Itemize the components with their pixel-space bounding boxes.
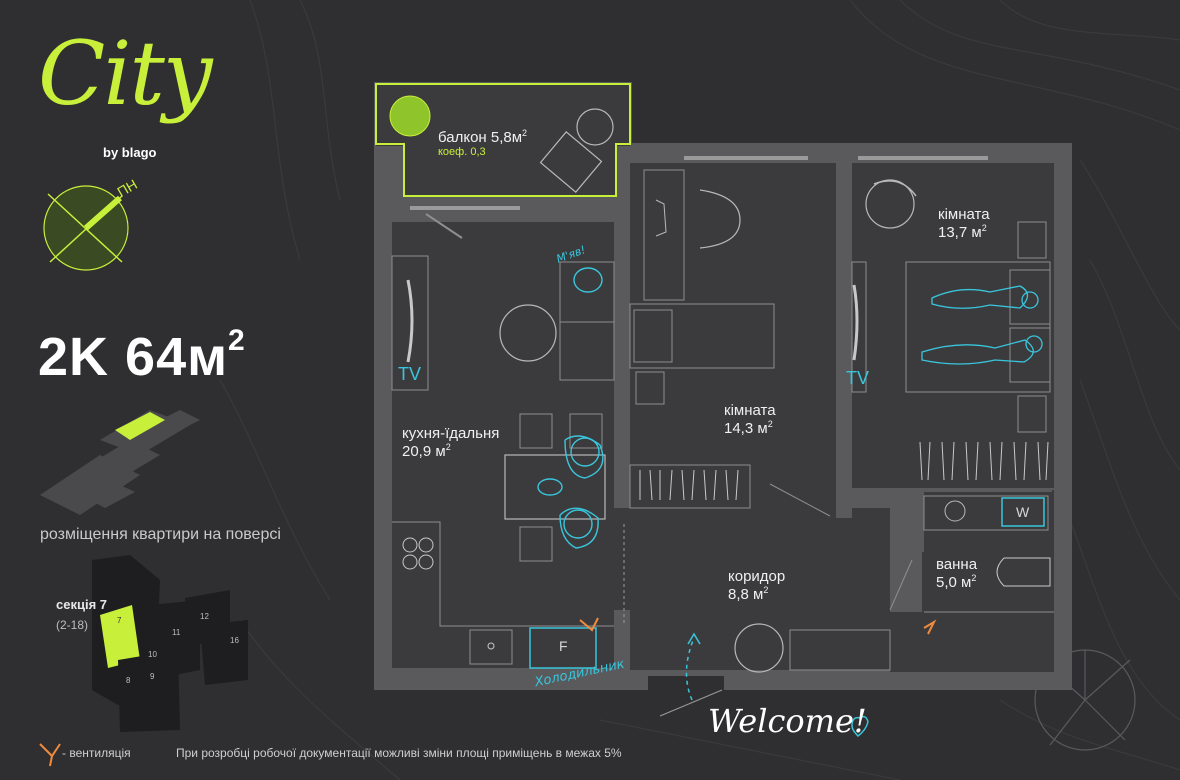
section-buildings xyxy=(92,555,248,732)
floor-location-caption: розміщення квартири на поверсі xyxy=(40,526,281,543)
building-number: 12 xyxy=(200,612,209,621)
building-number: 11 xyxy=(172,628,181,637)
ventilation-icon xyxy=(39,743,61,767)
balcony-coefficient: коеф. 0,3 xyxy=(438,146,486,158)
disclaimer-text: При розробці робочої документації можлив… xyxy=(176,746,622,760)
room-bedroom-1: кімната 14,3 м2 xyxy=(724,402,776,437)
room-balcony: балкон 5,8м2 коеф. 0,3 xyxy=(438,128,528,158)
tv-kitchen-label: TV xyxy=(398,364,422,384)
room-bedroom-2: кімната 13,7 м2 xyxy=(938,206,990,241)
brand-logo: City xyxy=(38,22,213,125)
building-number: 8 xyxy=(126,676,131,685)
room-kitchen: кухня-їдальня 20,9 м2 xyxy=(402,425,500,460)
tv-room-label: TV xyxy=(846,368,870,388)
washer-letter: W xyxy=(1016,504,1030,520)
ventilation-legend: - вентиляція xyxy=(62,746,131,760)
room-corridor: коридор 8,8 м2 xyxy=(728,568,786,603)
welcome-text: Welcome! xyxy=(708,702,867,740)
floor-location-map xyxy=(40,410,200,515)
compass-icon xyxy=(43,185,129,271)
topographic-lines xyxy=(219,0,1180,780)
floor-plan xyxy=(374,82,1072,737)
building-number: 10 xyxy=(148,650,157,659)
room-bathroom: ванна 5,0 м2 xyxy=(936,556,978,591)
fridge-letter: F xyxy=(559,638,568,654)
brand-by-line: by blago xyxy=(103,145,157,160)
building-number: 16 xyxy=(230,636,239,645)
building-number: 9 xyxy=(150,672,155,681)
section-label: секція 7 xyxy=(56,597,107,612)
building-number: 7 xyxy=(117,616,122,625)
apartment-title: 2K 64м2 xyxy=(38,324,246,387)
section-range: (2-18) xyxy=(56,618,89,632)
